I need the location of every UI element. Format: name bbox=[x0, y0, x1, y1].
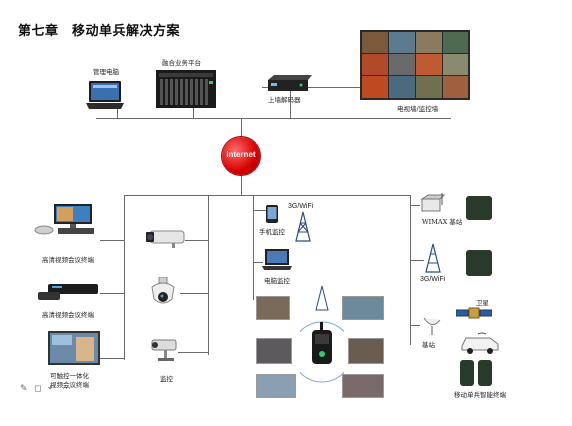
right-branch-wifi bbox=[410, 260, 424, 261]
internet-hub bbox=[222, 137, 260, 175]
bullet-camera-icon bbox=[144, 227, 186, 249]
right-branch-line bbox=[410, 195, 411, 345]
decoder-tvwall-line bbox=[262, 87, 360, 88]
left-branch-hd2 bbox=[100, 293, 124, 294]
decoder-icon bbox=[268, 75, 312, 91]
laptop-icon bbox=[262, 249, 292, 271]
portable-terminal-label-2: 视频会议终端 bbox=[50, 381, 89, 389]
top-backbone-line bbox=[96, 118, 451, 119]
right-branch-wimax bbox=[410, 205, 420, 206]
undo-tool-icon[interactable]: ↶ bbox=[48, 384, 56, 394]
left-branch-portable bbox=[100, 358, 124, 359]
soldier-2-icon bbox=[466, 250, 492, 276]
satellite-icon bbox=[455, 304, 493, 324]
wifi-base-label: 3G/WiFi bbox=[420, 276, 446, 283]
hd-video-terminal-2-icon bbox=[36, 280, 102, 302]
box-camera-icon bbox=[150, 338, 180, 364]
photo-2 bbox=[342, 296, 384, 320]
lower-backbone-line bbox=[124, 195, 410, 196]
hd-video-terminal-1-label: 高清视频会议终端 bbox=[42, 256, 94, 264]
wifi-tower-icon bbox=[294, 210, 312, 242]
monitor-branch-cam2 bbox=[180, 293, 208, 294]
soldier-cluster bbox=[256, 282, 388, 398]
dome-camera-icon bbox=[148, 276, 178, 309]
phone-monitor-label: 手机监控 bbox=[259, 228, 285, 236]
wimax-label: WIMAX 基站 bbox=[422, 218, 463, 226]
satellite-label: 卫星 bbox=[476, 299, 489, 307]
hd-video-terminal-1-icon bbox=[34, 204, 100, 236]
right-branch-base bbox=[410, 325, 420, 326]
soldier-3-icon bbox=[460, 360, 474, 386]
soldier-terminal-label: 移动单兵智能终端 bbox=[454, 391, 506, 399]
monitor-branch-line bbox=[208, 195, 209, 355]
radio-device-icon bbox=[300, 285, 344, 383]
left-branch-line bbox=[124, 195, 125, 360]
fusion-platform-label: 融合业务平台 bbox=[162, 59, 201, 67]
pen-tool-icon[interactable]: ✎ bbox=[20, 384, 28, 394]
photo-3 bbox=[256, 338, 292, 364]
decoder-label: 上墙解码器 bbox=[268, 96, 301, 104]
tv-wall-label: 电视墙/监控墙 bbox=[397, 105, 439, 113]
mgmt-pc-label: 管理电脑 bbox=[93, 68, 119, 76]
fusion-platform-icon bbox=[155, 69, 217, 109]
vehicle-icon bbox=[460, 332, 500, 354]
internet-label: internet bbox=[226, 150, 256, 159]
wifi-base-tower-icon bbox=[424, 243, 442, 273]
portable-terminal-icon bbox=[48, 331, 100, 367]
more-tool-icon[interactable]: ⋯ bbox=[62, 384, 71, 394]
mgmt-pc-drop-line bbox=[117, 108, 118, 119]
page-title: 第七章 移动单兵解决方案 bbox=[18, 24, 181, 39]
mgmt-pc-icon bbox=[85, 80, 125, 110]
mid-branch-phone bbox=[253, 210, 267, 211]
hd-video-terminal-2-label: 高清视频会议终端 bbox=[42, 311, 94, 319]
tv-wall-icon bbox=[360, 30, 470, 100]
soldier-4-icon bbox=[478, 360, 492, 386]
base-station-label: 基站 bbox=[422, 341, 435, 349]
backbone-internet-line bbox=[241, 118, 242, 138]
photo-6 bbox=[342, 374, 384, 398]
left-branch-hd1 bbox=[100, 240, 124, 241]
wimax-base-icon bbox=[420, 193, 446, 213]
monitor-branch-cam1 bbox=[185, 240, 208, 241]
phone-icon bbox=[266, 205, 278, 223]
mid-branch-pc bbox=[253, 262, 263, 263]
platform-drop-line bbox=[193, 108, 194, 119]
soldier-1-icon bbox=[466, 196, 492, 220]
mid-branch-line bbox=[253, 195, 254, 300]
photo-5 bbox=[256, 374, 296, 398]
decoder-drop-line bbox=[290, 88, 291, 119]
phone-network-label: 3G/WiFi bbox=[288, 203, 314, 210]
internet-lower-line bbox=[241, 175, 242, 195]
monitor-branch-cam3 bbox=[178, 352, 208, 353]
shape-tool-icon[interactable]: ◻ bbox=[34, 384, 42, 394]
dish-base-icon bbox=[422, 314, 442, 336]
photo-1 bbox=[256, 296, 290, 320]
photo-4 bbox=[348, 338, 384, 364]
monitor-label: 监控 bbox=[160, 375, 173, 383]
portable-terminal-label-1: 可触控一体化 bbox=[50, 372, 89, 380]
pc-monitor-label: 电脑监控 bbox=[264, 277, 290, 285]
